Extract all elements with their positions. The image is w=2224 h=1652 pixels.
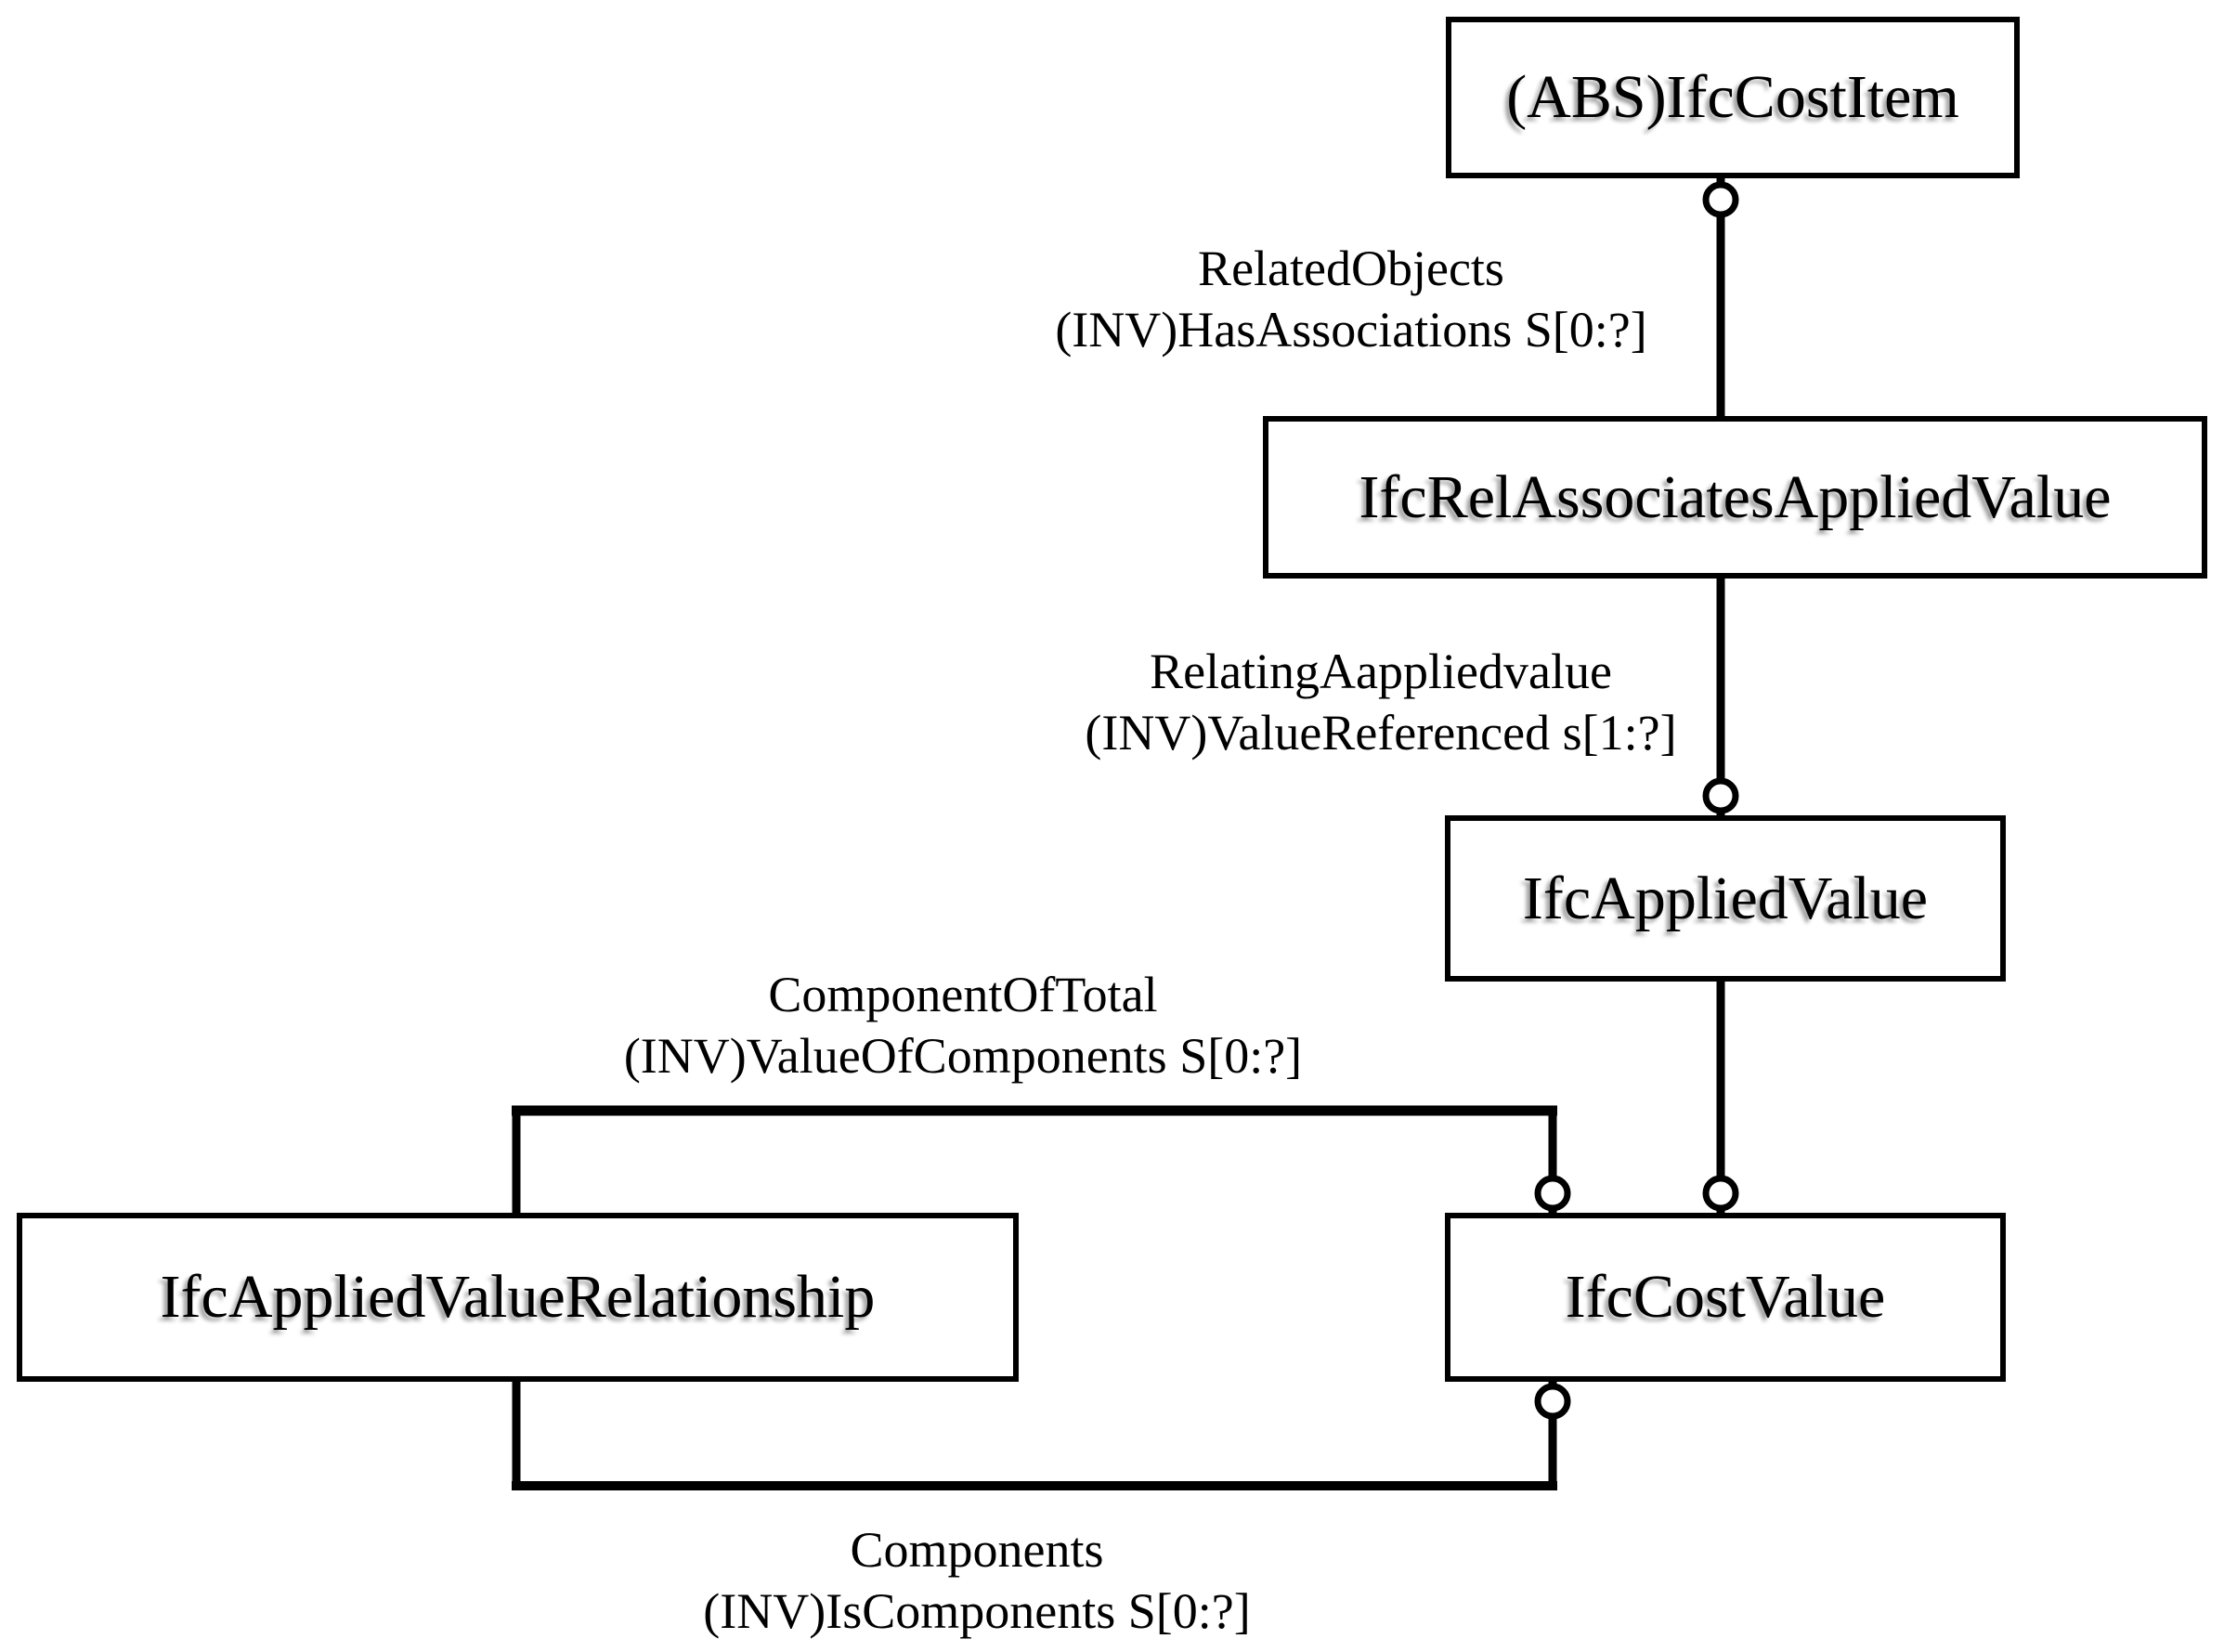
node-ifccostvalue: IfcCostValue	[1445, 1213, 2006, 1382]
edge-label-value-of-components-line1: ComponentOfTotal	[768, 967, 1158, 1022]
node-abs-ifccostitem: (ABS)IfcCostItem	[1446, 17, 2020, 178]
edge-label-value-referenced-line1: RelatingAappliedvalue	[1150, 644, 1612, 699]
node-abs-ifccostitem-label: (ABS)IfcCostItem	[1506, 63, 1959, 131]
node-ifcappliedvalue: IfcAppliedValue	[1445, 815, 2006, 982]
node-ifccostvalue-label: IfcCostValue	[1565, 1263, 1886, 1331]
node-ifcappliedvaluerelationship-label: IfcAppliedValueRelationship	[160, 1263, 876, 1331]
edge-label-value-referenced: RelatingAappliedvalue (INV)ValueReferenc…	[963, 641, 1799, 763]
aggregation-circle-below-costvalue	[1534, 1383, 1571, 1420]
aggregation-circle-above-costvalue-left	[1534, 1175, 1571, 1212]
edge-label-has-associations-line2: (INV)HasAssociations S[0:?]	[1055, 302, 1647, 358]
edge-label-value-of-components-line2: (INV)ValueOfComponents S[0:?]	[623, 1028, 1303, 1084]
edge-label-is-components: Components (INV)IsComponents S[0:?]	[559, 1519, 1395, 1642]
edge-label-value-referenced-line2: (INV)ValueReferenced s[1:?]	[1085, 705, 1677, 761]
aggregation-circle-above-appliedvalue	[1702, 777, 1739, 814]
edge-label-is-components-line1: Components	[850, 1522, 1104, 1578]
edge-label-has-associations: RelatedObjects (INV)HasAssociations S[0:…	[933, 238, 1769, 360]
node-ifcappliedvaluerelationship: IfcAppliedValueRelationship	[17, 1213, 1019, 1382]
node-ifcrelassociatesappliedvalue-label: IfcRelAssociatesAppliedValue	[1359, 462, 2112, 531]
aggregation-circle-below-costitem	[1702, 181, 1739, 218]
aggregation-circle-above-costvalue-right	[1702, 1175, 1739, 1212]
edge-label-is-components-line2: (INV)IsComponents S[0:?]	[703, 1583, 1251, 1639]
edge-label-has-associations-line1: RelatedObjects	[1198, 241, 1504, 296]
node-ifcappliedvalue-label: IfcAppliedValue	[1522, 864, 1929, 932]
node-ifcrelassociatesappliedvalue: IfcRelAssociatesAppliedValue	[1263, 416, 2207, 579]
edge-label-value-of-components: ComponentOfTotal (INV)ValueOfComponents …	[545, 964, 1381, 1086]
